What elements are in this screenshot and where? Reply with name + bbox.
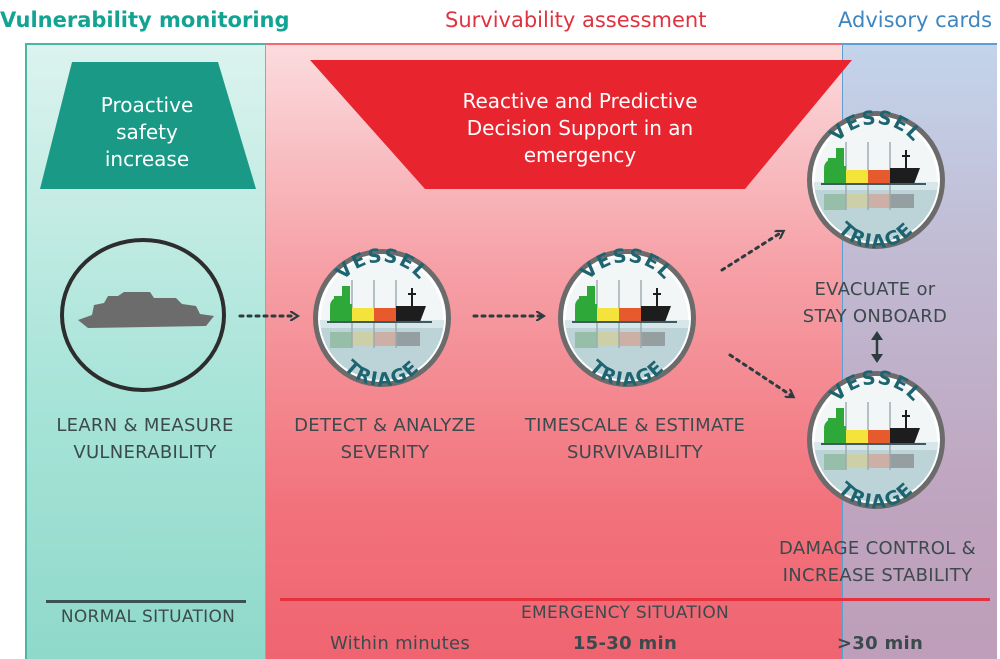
- proactive-trapezoid: [40, 62, 256, 189]
- learn-measure-label: LEARN & MEASURE VULNERABILITY: [30, 412, 260, 466]
- header-survivability-assessment: Survivability assessment: [445, 8, 707, 32]
- damage-control-label: DAMAGE CONTROL & INCREASE STABILITY: [760, 535, 995, 589]
- timescale-estimate-label: TIMESCALE & ESTIMATE SURVIVABILITY: [510, 412, 760, 466]
- label-line: DAMAGE CONTROL &: [779, 538, 976, 559]
- trap-green-line: Proactive: [100, 93, 194, 117]
- arrow-timescale-to-evacuate: [720, 232, 782, 272]
- detect-analyze-label: DETECT & ANALYZE SEVERITY: [270, 412, 500, 466]
- label-line: SURVIVABILITY: [566, 442, 704, 463]
- vessel-triage-badge-detect: VESSEL TRIAGE: [313, 245, 451, 391]
- vessel-triage-badge-damage: VESSEL TRIAGE: [807, 367, 945, 513]
- arrow-timescale-to-damage: [728, 353, 792, 396]
- reactive-trapezoid: [310, 60, 852, 189]
- label-line: TIMESCALE & ESTIMATE: [524, 415, 746, 436]
- label-line: EVACUATE or: [814, 279, 936, 300]
- timeline-over-30-min: >30 min: [836, 633, 924, 654]
- label-line: DETECT & ANALYZE: [294, 415, 476, 436]
- normal-situation-divider: [46, 600, 246, 603]
- trap-red-line: Decision Support in an: [466, 116, 694, 140]
- label-line: LEARN & MEASURE: [56, 415, 234, 436]
- header-advisory-cards: Advisory cards: [838, 8, 993, 32]
- emergency-situation-divider: [280, 598, 990, 601]
- trap-green-line: increase: [104, 147, 190, 171]
- timeline-within-minutes: Within minutes: [329, 633, 471, 654]
- advisory-panel-border: [842, 43, 997, 45]
- proactive-safety-text: Proactive safety increase: [42, 92, 252, 173]
- emergency-situation-label: EMERGENCY SITUATION: [520, 603, 730, 623]
- timeline-15-30-min: 15-30 min: [572, 633, 678, 654]
- vessel-triage-badge-timescale: VESSEL TRIAGE: [558, 245, 696, 391]
- header-vulnerability-monitoring: Vulnerability monitoring: [0, 8, 290, 32]
- cruise-ship-oval: [60, 238, 226, 392]
- reactive-decision-text: Reactive and Predictive Decision Support…: [310, 88, 850, 169]
- label-line: STAY ONBOARD: [802, 306, 948, 327]
- label-line: INCREASE STABILITY: [782, 565, 973, 586]
- double-arrow-icon: [871, 331, 883, 363]
- trap-green-line: safety: [116, 120, 178, 144]
- trap-red-line: Reactive and Predictive: [462, 89, 698, 113]
- label-line: SEVERITY: [340, 442, 430, 463]
- evacuate-label: EVACUATE or STAY ONBOARD: [770, 276, 980, 330]
- normal-situation-label: NORMAL SITUATION: [60, 607, 236, 627]
- label-line: VULNERABILITY: [73, 442, 217, 463]
- trap-red-line: emergency: [523, 143, 637, 167]
